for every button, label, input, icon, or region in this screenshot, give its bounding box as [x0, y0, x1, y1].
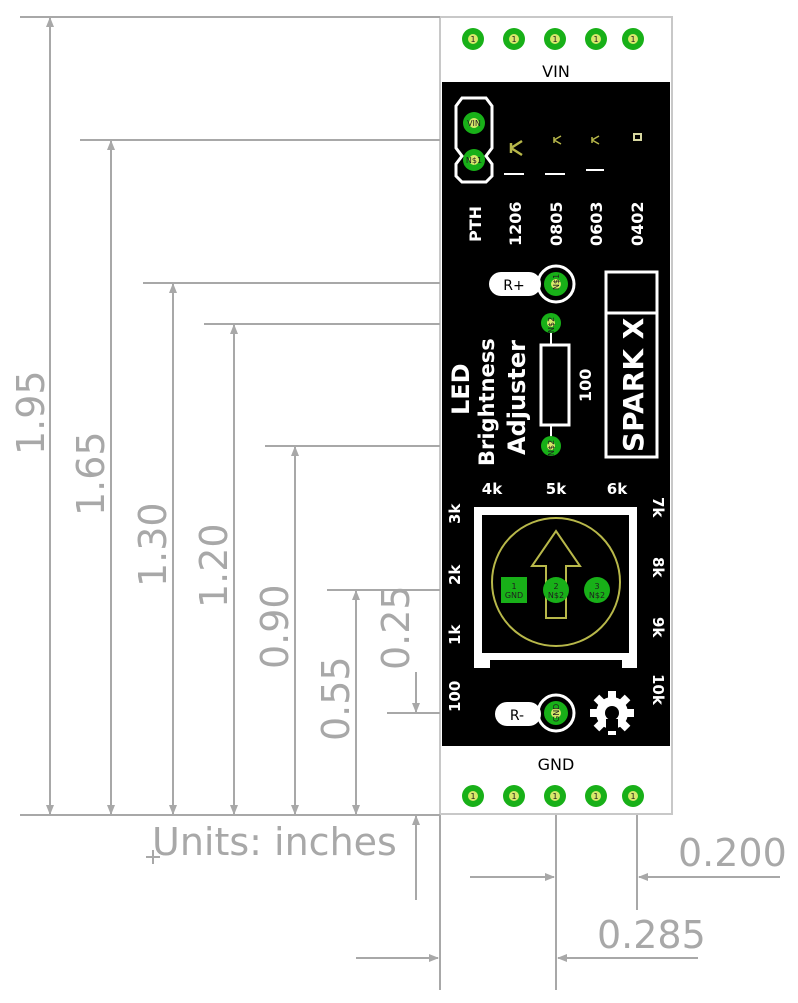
led-size-0805: 0805 — [547, 201, 566, 246]
pad-label: 1 — [511, 35, 516, 44]
dim-label-0.90: 0.90 — [253, 584, 297, 669]
dim-label-0.285: 0.285 — [597, 913, 706, 957]
resistor-footprint: N$2 N$2 100 — [539, 313, 595, 456]
pth-label: PTH — [466, 206, 485, 242]
header-pad: 1 — [503, 28, 525, 50]
dim-label-1.95: 1.95 — [9, 370, 53, 455]
top-header-pads: 1 1 1 1 1 — [462, 28, 644, 50]
led-size-1206: 1206 — [506, 201, 525, 246]
pot-pin-num: 2 — [553, 582, 558, 591]
header-pad: 1 — [503, 785, 525, 807]
pad-label: 1 — [552, 792, 557, 801]
pot-pin-1: 1 GND — [501, 577, 527, 603]
r-minus-connector: R- GND — [495, 693, 576, 733]
pad-label: 1 — [552, 35, 557, 44]
pad-label: 1 — [630, 792, 635, 801]
dim-label-0.25: 0.25 — [374, 585, 418, 670]
dimension-lines — [20, 16, 780, 990]
pot-pin-net: GND — [505, 591, 523, 600]
logo-text: SPARK X — [617, 317, 650, 452]
pad-label: 1 — [593, 35, 598, 44]
potentiometer-footprint: 1 GND 2 N$2 3 N$2 — [474, 507, 637, 668]
header-pad: 1 — [462, 785, 484, 807]
bottom-header-pads: 1 1 1 1 1 — [462, 785, 644, 807]
title-line-brightness: Brightness — [475, 338, 499, 466]
dim-label-1.20: 1.20 — [192, 523, 236, 608]
dial-label-8k: 8k — [649, 557, 667, 578]
dial-label-7k: 7k — [649, 497, 667, 518]
dial-label-10k: 10k — [649, 674, 667, 706]
pad-label: 1 — [593, 792, 598, 801]
header-pad: 1 — [544, 28, 566, 50]
vin-header-label: VIN — [542, 62, 570, 81]
pad-label: 1 — [470, 792, 475, 801]
smd-led-footprints — [504, 133, 642, 175]
r-plus-label: R+ — [503, 278, 524, 294]
pth-led-footprint: VIN N$1 — [454, 96, 494, 184]
led-size-0603: 0603 — [587, 201, 606, 246]
pot-pin-2: 2 N$2 — [543, 577, 569, 603]
pot-pin-net: N$2 — [548, 591, 564, 600]
pad-label: 1 — [630, 35, 635, 44]
header-pad: 1 — [585, 785, 607, 807]
r-minus-label: R- — [510, 708, 524, 724]
title-line-led: LED — [447, 363, 475, 415]
dial-label-2k: 2k — [446, 564, 464, 585]
dim-label-1.65: 1.65 — [69, 431, 113, 516]
pot-pin-num: 3 — [594, 582, 599, 591]
header-pad: 1 — [622, 28, 644, 50]
dim-label-0.55: 0.55 — [314, 656, 358, 741]
gnd-header-label: GND — [538, 755, 575, 774]
header-pad: 1 — [462, 28, 484, 50]
pth-pad-vin-label: VIN — [467, 119, 481, 128]
header-pad: 1 — [585, 28, 607, 50]
r-plus-connector: R+ N$1 — [489, 264, 576, 304]
dial-label-9k: 9k — [649, 617, 667, 638]
header-pad: 1 — [544, 785, 566, 807]
dial-label-100: 100 — [446, 681, 464, 712]
dial-label-6k: 6k — [607, 480, 628, 498]
resistor-pad-bottom-label: N$2 — [547, 440, 556, 456]
dial-label-1k: 1k — [446, 624, 464, 645]
pad-label: 1 — [511, 792, 516, 801]
resistor-value: 100 — [576, 369, 595, 402]
r-plus-pad-label: N$1 — [552, 274, 561, 290]
title-line-adjuster: Adjuster — [503, 340, 531, 455]
pad-label: 1 — [470, 35, 475, 44]
open-hardware-gear-icon — [590, 691, 634, 735]
dial-label-3k: 3k — [446, 503, 464, 524]
led-size-0402: 0402 — [628, 201, 647, 246]
dim-label-0.200: 0.200 — [678, 831, 787, 875]
dial-label-5k: 5k — [546, 480, 567, 498]
pot-pin-3: 3 N$2 — [584, 577, 610, 603]
units-label: Units: inches — [152, 820, 397, 864]
resistor-pad-top-label: N$2 — [547, 317, 556, 333]
dial-label-4k: 4k — [482, 480, 503, 498]
pth-pad-n1-label: N$1 — [466, 156, 482, 165]
r-minus-pad-label: GND — [552, 704, 561, 722]
sparkx-logo: SPARK X — [604, 270, 659, 459]
header-pad: 1 — [622, 785, 644, 807]
pot-pin-num: 1 — [511, 582, 516, 591]
pot-pin-net: N$2 — [589, 591, 605, 600]
dim-label-1.30: 1.30 — [131, 502, 175, 587]
